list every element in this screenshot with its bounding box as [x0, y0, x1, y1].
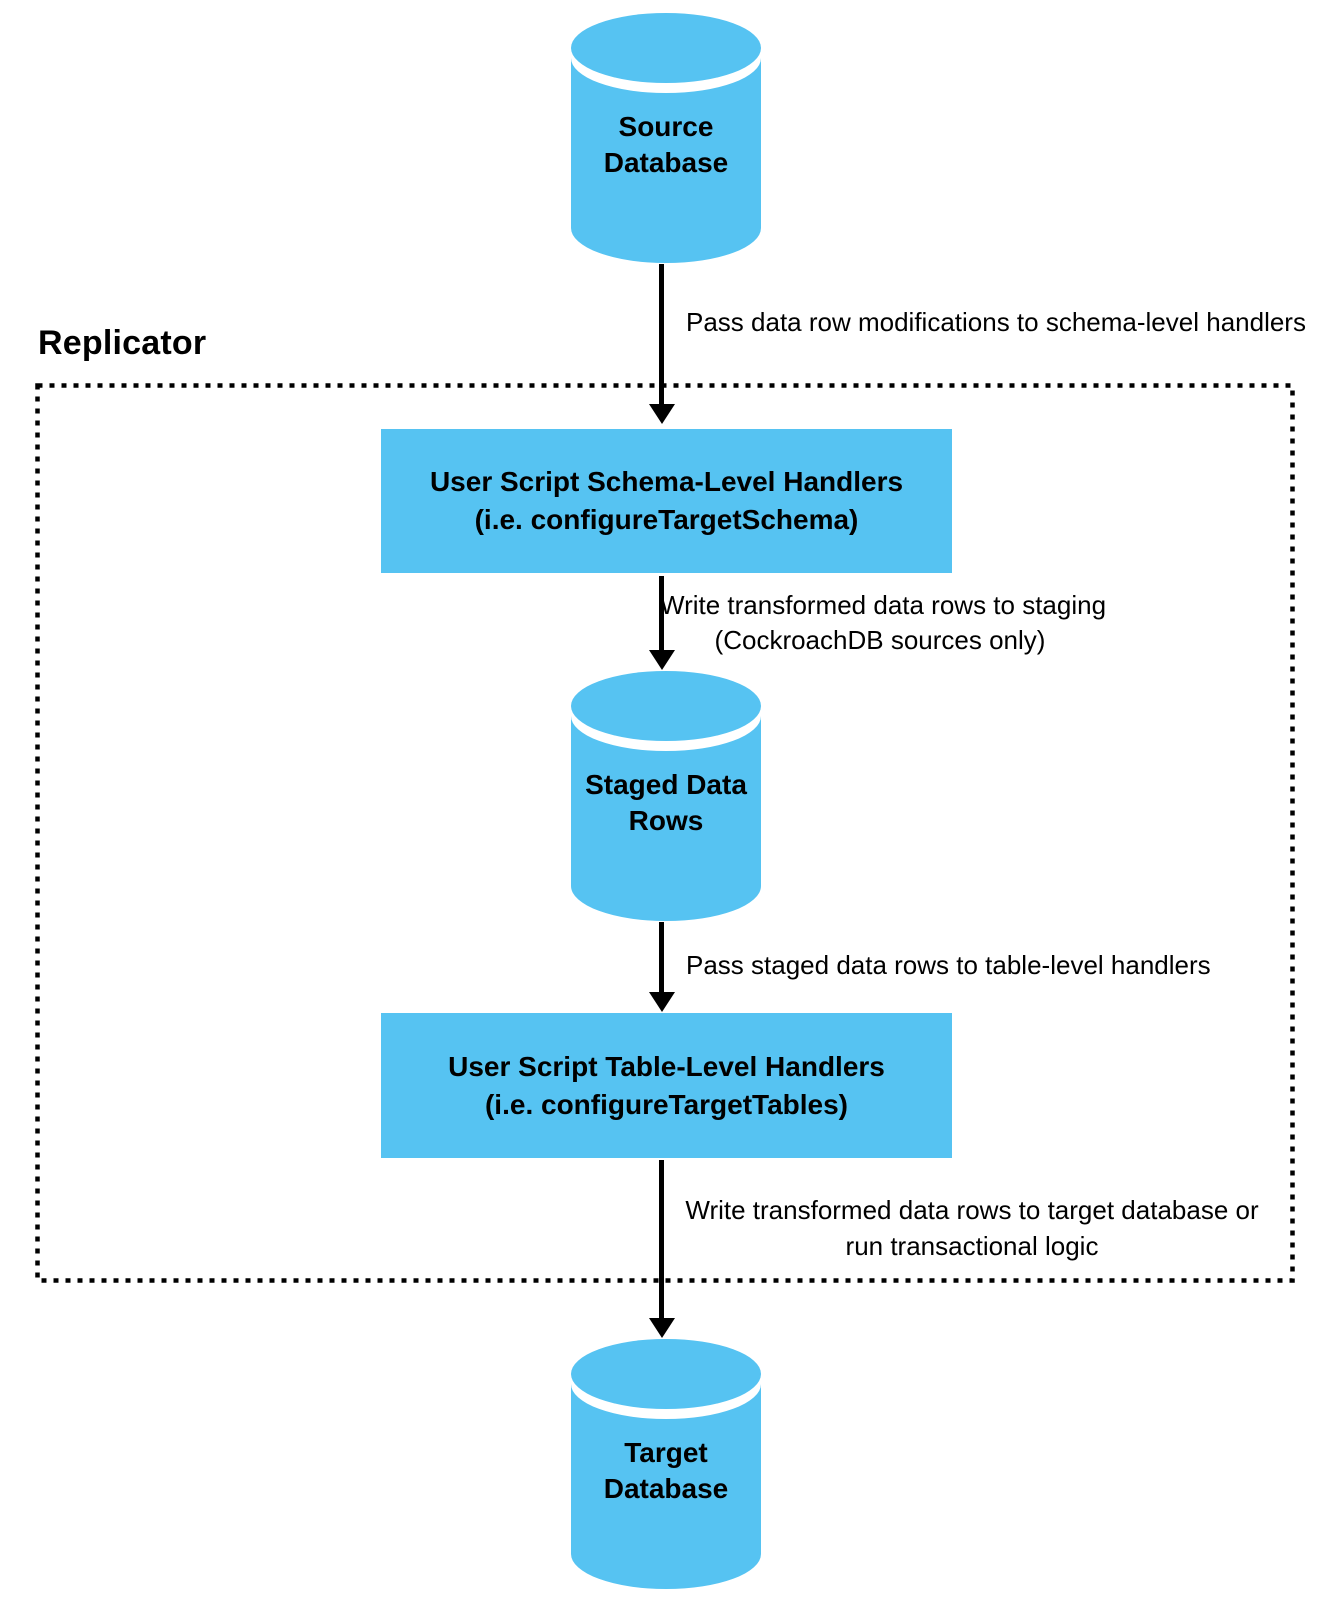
arrow-shaft [659, 922, 664, 995]
arrow-shaft [659, 1160, 664, 1321]
table-level-handlers-box: User Script Table-Level Handlers (i.e. c… [381, 1013, 952, 1158]
arrow-table-to-target [649, 1160, 675, 1338]
arrow-source-to-schema [649, 264, 675, 424]
staged-data-rows-label: Staged Data Rows [585, 769, 747, 836]
target-database-label: Target Database [603, 1437, 729, 1504]
schema-level-handlers-box: User Script Schema-Level Handlers (i.e. … [381, 429, 952, 573]
edge-label-source-to-schema: Pass data row modifications to schema-le… [686, 307, 1306, 337]
arrow-shaft [659, 576, 664, 653]
edge-label-table-to-target: Write transformed data rows to target da… [685, 1195, 1259, 1261]
edge-label-staging-to-table: Pass staged data rows to table-level han… [686, 950, 1211, 980]
schema-level-handlers-label: User Script Schema-Level Handlers (i.e. … [429, 466, 904, 535]
database-cylinder-icon [571, 671, 761, 921]
arrow-head-icon [649, 404, 675, 424]
database-cylinder-icon [571, 1339, 761, 1589]
arrow-head-icon [649, 650, 675, 670]
arrow-head-icon [649, 992, 675, 1012]
arrow-head-icon [649, 1318, 675, 1338]
table-level-handlers-label: User Script Table-Level Handlers (i.e. c… [448, 1050, 885, 1120]
replicator-boundary [35, 383, 1295, 1283]
arrow-shaft [659, 264, 664, 407]
edge-label-schema-to-staging: Write transformed data rows to staging (… [660, 590, 1107, 655]
replicator-group-label: Replicator [38, 324, 207, 362]
arrow-schema-to-staging [649, 576, 675, 670]
target-database-node: Target Database [570, 1338, 762, 1590]
staged-data-rows-node: Staged Data Rows [570, 670, 762, 922]
source-database-node: Source Database [570, 12, 762, 264]
source-database-label: Source Database [603, 111, 729, 178]
database-cylinder-icon [571, 13, 761, 263]
arrow-staging-to-table [649, 922, 675, 1012]
